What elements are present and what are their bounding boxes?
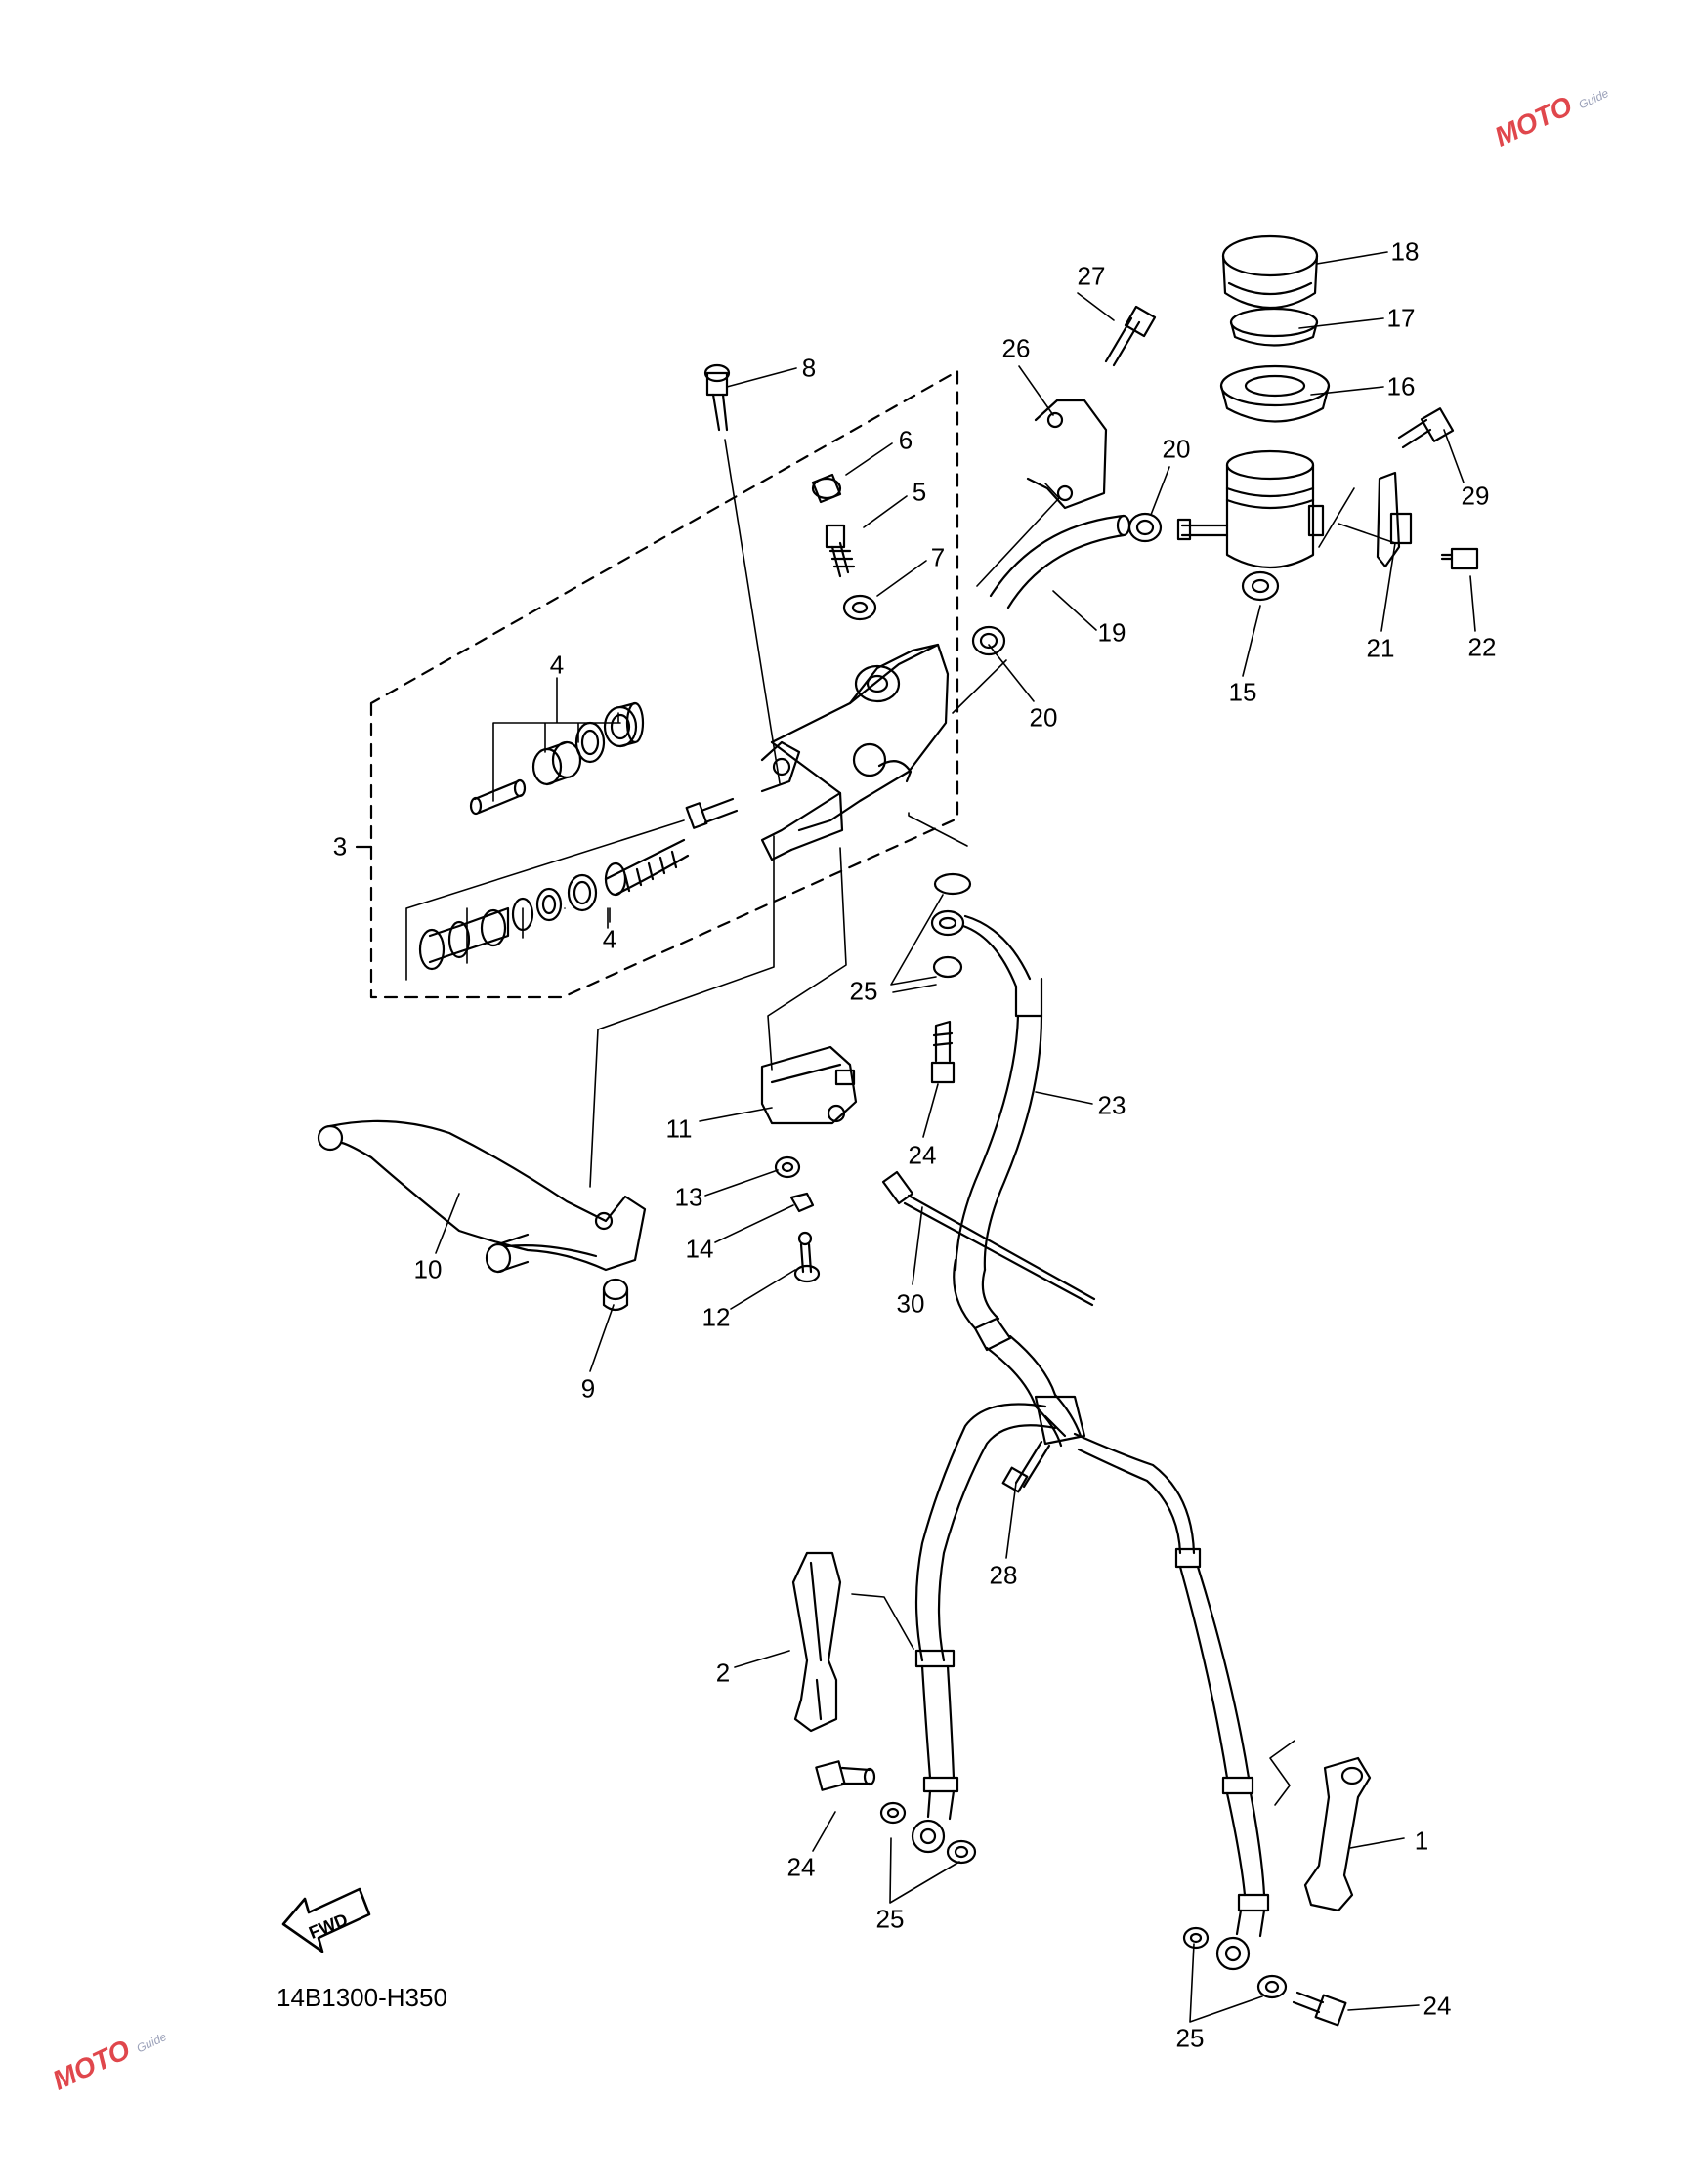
assembly-boundary xyxy=(369,369,959,999)
callout-c26: 26 xyxy=(1001,333,1031,363)
callout-c7: 7 xyxy=(930,542,946,572)
callout-c14: 14 xyxy=(685,1234,714,1264)
screw-29 xyxy=(1397,407,1455,449)
callout-c6: 6 xyxy=(898,425,913,455)
nut-14 xyxy=(789,1192,815,1213)
hose-joint xyxy=(1034,1395,1086,1446)
fwd-label: FWD xyxy=(306,1910,350,1943)
diaphragm xyxy=(1219,364,1331,423)
reservoir-bracket xyxy=(1376,471,1413,568)
bolt-28 xyxy=(1001,1440,1051,1493)
washers-right xyxy=(1182,1926,1288,1999)
union-bolt-top xyxy=(930,1020,956,1084)
cap-6 xyxy=(811,473,842,504)
callout-c19: 19 xyxy=(1097,617,1126,648)
callout-c24b: 24 xyxy=(786,1852,816,1882)
diaphragm-plate xyxy=(1229,307,1319,347)
callout-c25b: 25 xyxy=(875,1904,905,1934)
callout-c11: 11 xyxy=(665,1113,693,1144)
nut-9 xyxy=(602,1278,629,1312)
callout-c30: 30 xyxy=(896,1288,925,1319)
pivot-bolt-8 xyxy=(703,363,731,432)
reservoir-hose xyxy=(989,514,1131,609)
bolt-22 xyxy=(1440,547,1479,570)
callout-c13: 13 xyxy=(674,1182,703,1212)
union-bolt-right xyxy=(1292,1991,1347,2027)
reservoir-body xyxy=(1176,449,1325,602)
diagram-paper xyxy=(147,39,1671,2139)
brake-hose-right xyxy=(1073,1432,1270,1971)
screw-12 xyxy=(793,1231,821,1283)
callout-c22: 22 xyxy=(1467,632,1497,662)
callout-c12: 12 xyxy=(701,1302,731,1332)
callout-c29: 29 xyxy=(1461,481,1490,511)
fwd-arrow-icon xyxy=(281,1887,371,1953)
callout-c4b: 4 xyxy=(602,924,617,954)
hose-clip-upper xyxy=(1127,512,1163,543)
callout-c17: 17 xyxy=(1386,303,1416,333)
callout-c27: 27 xyxy=(1077,261,1106,291)
callout-c28: 28 xyxy=(989,1560,1018,1590)
callout-c20b: 20 xyxy=(1029,702,1058,733)
washers-left xyxy=(879,1801,977,1865)
hose-clip-lower xyxy=(971,625,1006,656)
callout-c4a: 4 xyxy=(549,650,565,680)
callout-c20a: 20 xyxy=(1162,434,1191,464)
brake-hose-left xyxy=(911,1403,1057,1854)
callout-c24c: 24 xyxy=(1423,1991,1452,2021)
callout-c23: 23 xyxy=(1097,1090,1126,1120)
holder-26 xyxy=(1026,399,1108,510)
cable-tie xyxy=(881,1170,1096,1307)
bolt-27 xyxy=(1104,305,1157,367)
leader-lines xyxy=(405,251,1476,2023)
callout-c1: 1 xyxy=(1414,1826,1429,1856)
callout-c18: 18 xyxy=(1390,236,1420,267)
callout-c3: 3 xyxy=(332,831,348,861)
callout-c9: 9 xyxy=(580,1373,596,1404)
hose-guide-left xyxy=(791,1551,842,1733)
callout-c25c: 25 xyxy=(1175,2023,1205,2053)
brake-hose-upper xyxy=(930,872,1083,1448)
washer-13 xyxy=(774,1155,801,1179)
callout-c24a: 24 xyxy=(908,1140,937,1170)
bleed-screw-5 xyxy=(825,524,856,578)
hose-guide-right xyxy=(1303,1756,1372,1912)
callout-c25a: 25 xyxy=(849,976,878,1006)
callout-c5: 5 xyxy=(912,477,927,507)
piston-kit-upper xyxy=(469,701,645,816)
brake-lever xyxy=(317,1119,647,1274)
callout-c10: 10 xyxy=(413,1254,443,1284)
diagram-code: 14B1300-H350 xyxy=(276,1983,447,2012)
brake-switch xyxy=(760,1045,858,1125)
callout-c8: 8 xyxy=(801,353,817,383)
washer-7 xyxy=(842,594,877,621)
union-bolt-left xyxy=(815,1760,876,1791)
callout-c16: 16 xyxy=(1386,371,1416,401)
reservoir-cap xyxy=(1221,234,1319,309)
callout-c21: 21 xyxy=(1366,633,1395,663)
piston-kit-lower xyxy=(418,797,739,971)
master-cylinder-body xyxy=(760,643,950,861)
callout-c2: 2 xyxy=(715,1658,731,1688)
callout-c15: 15 xyxy=(1228,677,1257,707)
